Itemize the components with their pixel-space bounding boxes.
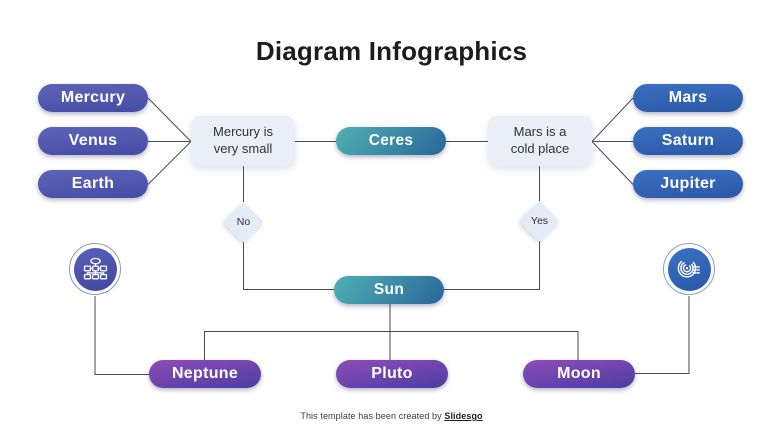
decision-box-mercury-line1: Mercury is [213,124,273,140]
node-ceres[interactable]: Ceres [336,127,446,155]
diamond-no[interactable]: No [222,200,266,244]
node-saturn-label: Saturn [661,132,715,149]
diamond-no-label: No [236,216,251,228]
node-pluto[interactable]: Pluto [336,360,448,388]
node-neptune-label: Neptune [171,365,239,382]
decision-box-mars-line2: cold place [510,141,570,156]
node-jupiter-label: Jupiter [660,175,716,192]
decision-box-mars[interactable]: Mars is a cold place [488,116,592,166]
fingerprint-scan-icon [667,247,711,291]
footer-credit: This template has been created by Slides… [0,411,783,421]
node-moon[interactable]: Moon [523,360,635,388]
node-earth-label: Earth [71,175,115,192]
node-sun[interactable]: Sun [334,276,444,304]
node-mercury-label: Mercury [60,89,126,106]
node-ceres-label: Ceres [368,132,414,149]
diamond-yes[interactable]: Yes [518,199,562,243]
node-venus-label: Venus [68,132,118,149]
decision-box-mars-line1: Mars is a [513,124,567,140]
node-neptune[interactable]: Neptune [149,360,261,388]
flowchart-icon [73,247,117,291]
node-earth[interactable]: Earth [38,170,148,198]
node-mars-label: Mars [668,89,708,106]
node-pluto-label: Pluto [371,365,413,382]
node-saturn[interactable]: Saturn [633,127,743,155]
node-mercury[interactable]: Mercury [38,84,148,112]
node-mars[interactable]: Mars [633,84,743,112]
diamond-yes-label: Yes [530,215,549,227]
node-sun-label: Sun [373,281,405,298]
decision-box-mercury[interactable]: Mercury is very small [191,116,295,166]
node-venus[interactable]: Venus [38,127,148,155]
slidesgo-link[interactable]: Slidesgo [444,411,483,421]
footer-credit-text: This template has been created by [300,411,442,421]
page-title: Diagram Infographics [255,36,528,66]
fingerprint-scan-icon-badge[interactable] [663,243,715,295]
flowchart-icon-badge[interactable] [69,243,121,295]
node-jupiter[interactable]: Jupiter [633,170,743,198]
decision-box-mercury-line2: very small [213,141,273,156]
node-moon-label: Moon [557,365,601,382]
